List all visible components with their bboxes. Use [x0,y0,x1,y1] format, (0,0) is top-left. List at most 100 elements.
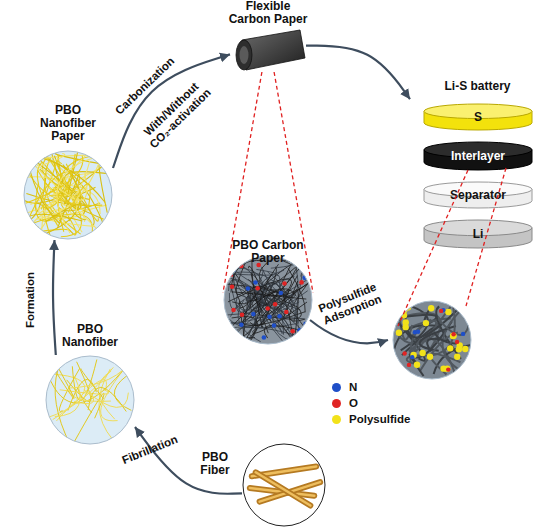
carbon-fiber [259,281,282,333]
nitrogen-dot [272,323,277,328]
battery-layer: S [424,104,532,130]
nanofiber [57,155,103,233]
nanofiber [40,153,65,165]
nanofiber [26,151,59,223]
circle-fill [243,444,325,526]
nitrogen-dot [461,332,465,336]
legend-swatch [332,399,341,408]
circle-fill [224,256,312,344]
step-label: Formation [24,272,37,328]
legend-entry: Polysulfide [332,411,410,427]
nanofiber [50,355,74,399]
nanofiber [31,155,105,202]
zoom-line [223,72,262,293]
polysulfide-dot [401,307,407,313]
carbon-fiber [227,262,263,282]
carbon-fiber [401,315,437,327]
carbon-fiber [407,313,440,350]
circle-outline [393,301,471,379]
adsorption-closeup [393,301,472,379]
polysulfide-dot [419,350,425,356]
nanofiber [53,374,85,419]
nanofiber [26,153,105,229]
node-shape [242,443,326,527]
circle-fill [24,151,112,239]
node-heading: PBO Carbon Paper [223,239,313,265]
nitrogen-dot [441,308,445,312]
nanofiber [55,376,80,416]
polysulfide-dot [405,304,411,310]
legend: NOPolysulfide [332,379,410,427]
battery-layer: Interlayer [424,142,532,170]
polysulfide-dot [462,346,468,352]
process-arrow [113,54,230,168]
carbon-fiber [411,321,452,357]
carbon-fiber [232,268,263,334]
carbon-fiber [420,332,458,371]
battery-layer: Li [424,220,532,248]
nitrogen-dot [239,322,244,327]
oxygen-dot [265,306,270,311]
carbon-fiber [235,277,311,334]
rolled-paper: Flexible Carbon Paper [230,28,306,72]
polysulfide-dot [445,309,451,315]
polysulfide-dot [414,362,420,368]
fiber-texture [224,256,311,345]
legend-text: N [349,381,357,393]
oxygen-dot [402,351,406,355]
carbon-fiber [396,332,437,343]
node-heading: PBO Fiber [192,451,238,477]
nitrogen-dot [253,280,258,285]
nitrogen-dot [231,268,236,273]
layer-label: Interlayer [424,142,532,170]
fiber-rod [256,472,311,505]
nanofiber [55,370,70,445]
polysulfide-dot [396,330,402,336]
zoom-line [398,170,468,326]
carbon-fiber [434,345,472,374]
carbon-paper-circle: PBO Carbon Paper [223,255,313,345]
carbon-fiber [409,339,455,377]
polysulfide-dot [457,342,463,348]
battery-layer: Separator [424,182,532,208]
fiber-texture [250,466,320,505]
paper-curl [236,40,252,70]
nitrogen-dot [246,286,251,291]
carbon-fiber [239,256,298,325]
nanofiber [67,362,91,402]
polysulfide-dot [456,346,462,352]
oxygen-dot [299,280,304,285]
process-arrow [53,240,56,355]
legend-swatch [332,415,341,424]
paper-curl [240,46,249,64]
nitrogen-dot [277,314,282,319]
polysulfide-dot [458,369,464,375]
nitrogen-dot [410,355,414,359]
nitrogen-dot [267,314,272,319]
carbon-fiber [277,275,280,287]
carbon-fiber [430,354,460,375]
layer-label: S [424,104,532,130]
carbon-fiber [236,262,250,295]
nitrogen-dot [462,305,466,309]
oxygen-dot [282,281,287,286]
nanofiber-circle: PBO Nanofiber [45,355,135,445]
polysulfide-dot [427,353,433,359]
layer-label: Separator [424,182,532,208]
polysulfide-dot [454,354,460,360]
nanofiber [68,184,90,213]
carbon-fiber [410,355,424,376]
circle-outline [224,256,312,344]
carbon-fiber [393,325,440,359]
nanofiber [30,214,93,235]
oxygen-dot [255,286,260,291]
carbon-fiber [402,328,433,355]
polysulfide-dot [410,352,416,358]
polysulfide-dot [444,365,450,371]
polysulfide-dot [402,324,408,330]
node-shape [23,150,113,240]
adsorption-arrow [310,320,388,343]
legend-entry: N [332,379,410,395]
nanofiber [65,152,78,203]
oxygen-dot [290,329,295,334]
